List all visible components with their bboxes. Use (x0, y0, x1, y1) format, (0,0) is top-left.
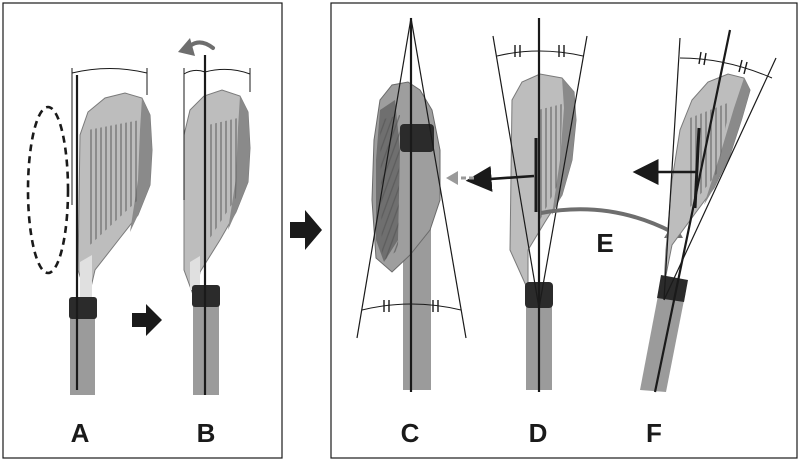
club-b-hosel (190, 256, 200, 290)
label-c: C (401, 418, 420, 448)
dashed-ellipse (26, 105, 70, 275)
club-f (632, 29, 777, 393)
right-arrow-icon (290, 210, 322, 250)
club-c-angle-arc (361, 303, 462, 311)
label-f: F (646, 418, 662, 448)
club-c-ferrule (400, 124, 434, 152)
club-d-face-grooves (538, 104, 562, 220)
right-panel: E C D F (330, 2, 798, 459)
club-c-right-ray (410, 17, 467, 339)
club-f-marker-bar (693, 127, 701, 209)
club-d-angle-arc (496, 50, 584, 57)
club-f-equal-marks (698, 51, 748, 75)
transfer-arc-e (540, 207, 673, 234)
label-e: E (596, 228, 613, 258)
club-a-width-arc (71, 68, 148, 74)
club-b-width-arc-right (204, 68, 251, 75)
club-d (446, 18, 588, 392)
club-f-angle-arc (679, 57, 773, 79)
club-d-right-ray (538, 35, 588, 309)
club-a-face-grooves (88, 120, 140, 245)
club-c-left-ray (356, 17, 412, 339)
right-arrow-icon (132, 304, 162, 336)
left-panel: A B (2, 2, 283, 459)
club-d-left-ray (492, 35, 540, 309)
curved-arrow-head (178, 38, 195, 56)
club-f-axis-line (653, 29, 732, 393)
club-f-shaft (640, 285, 686, 392)
club-c (356, 17, 467, 392)
club-d-dashed-arrow-head (446, 171, 458, 185)
club-b-face-grooves (208, 118, 238, 238)
club-b-width-arc-left (183, 69, 206, 75)
club-b (183, 55, 251, 395)
club-a (69, 68, 153, 395)
label-a: A (71, 418, 90, 448)
club-a-ferrule (69, 297, 97, 319)
club-c-face-grooves (380, 115, 400, 262)
club-f-left-ray (663, 37, 681, 301)
club-a-hosel (80, 255, 92, 300)
club-a-shaft (70, 315, 95, 395)
club-c-equal-marks (383, 300, 439, 312)
left-panel-frame (2, 2, 283, 459)
club-d-push-arrow (465, 165, 535, 192)
club-f-right-ray (663, 57, 777, 301)
label-d: D (529, 418, 548, 448)
club-d-equal-marks (514, 45, 565, 57)
label-b: B (197, 418, 216, 448)
